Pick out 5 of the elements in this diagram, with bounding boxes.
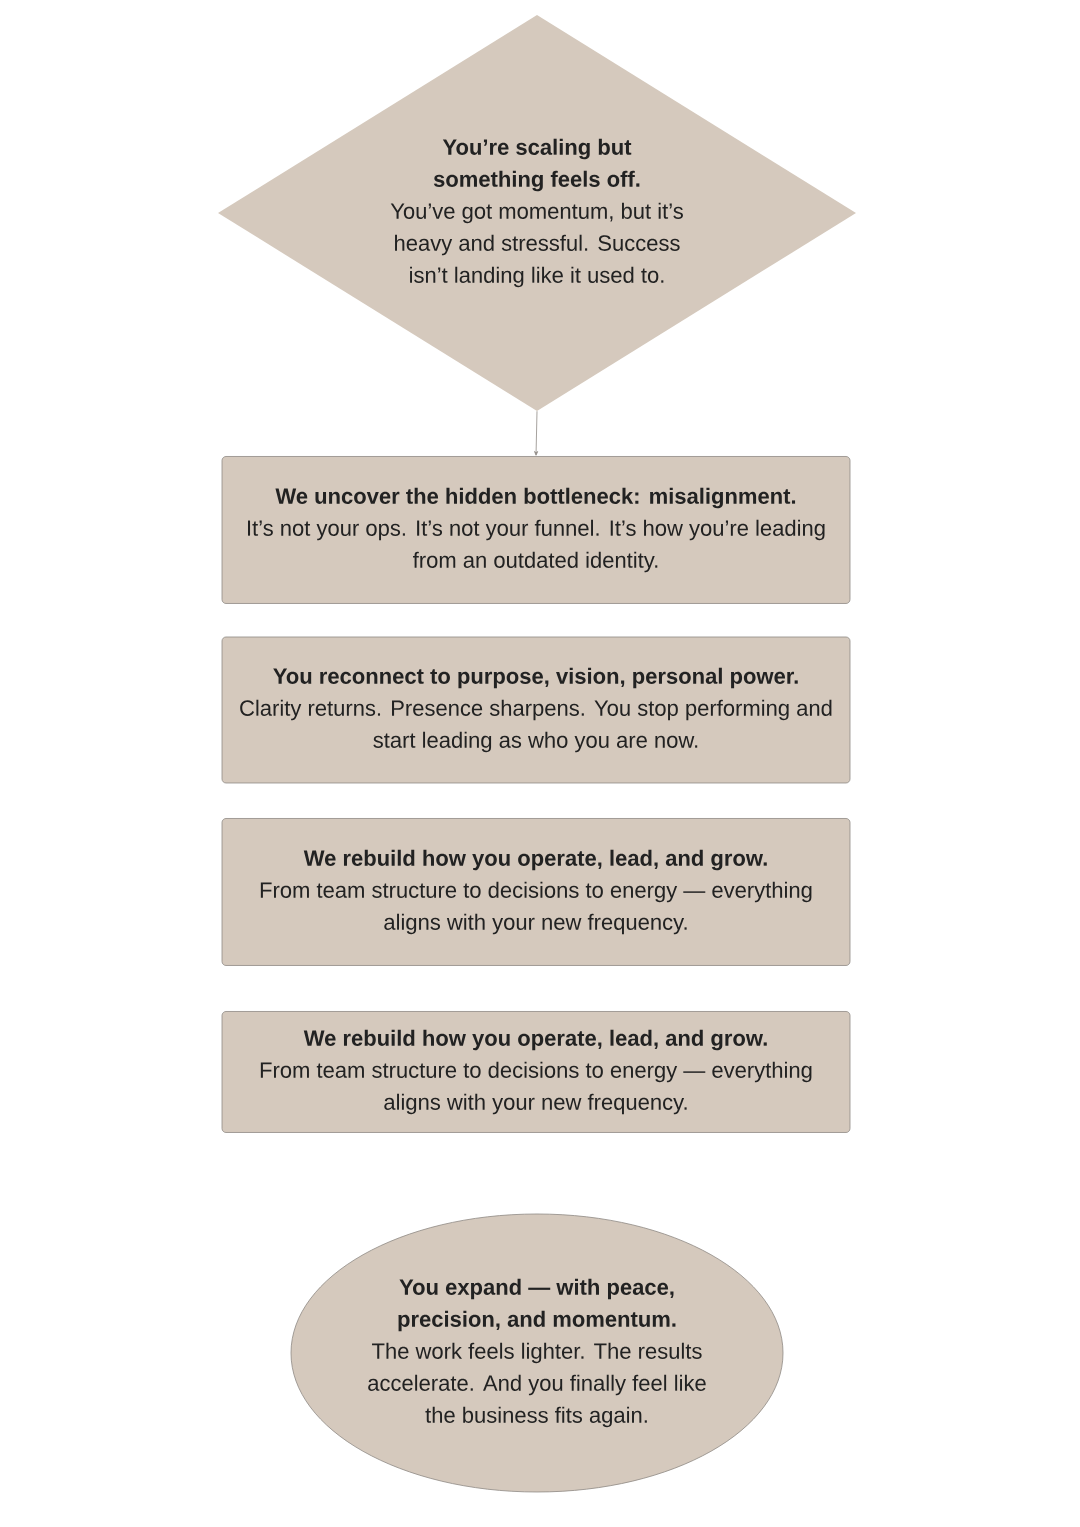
process-box: We rebuild how you operate, lead, and grow. From team structure to decisions to energy — everything aligns with your new frequency. (221, 818, 851, 966)
process-box: We uncover the hidden bottleneck: misalignment. It’s not your ops. It’s not your funnel. It’s how you’re leading from an outdated identity. (221, 456, 851, 604)
process-box: You reconnect to purpose, vision, personal power. Clarity returns. Presence sharpens. You stop performing and start leading as who you are now. (221, 636, 851, 784)
arrow (534, 410, 539, 456)
process-box: We rebuild how you operate, lead, and grow. From team structure to decisions to energy — everything aligns with your new frequency. (221, 1011, 851, 1133)
